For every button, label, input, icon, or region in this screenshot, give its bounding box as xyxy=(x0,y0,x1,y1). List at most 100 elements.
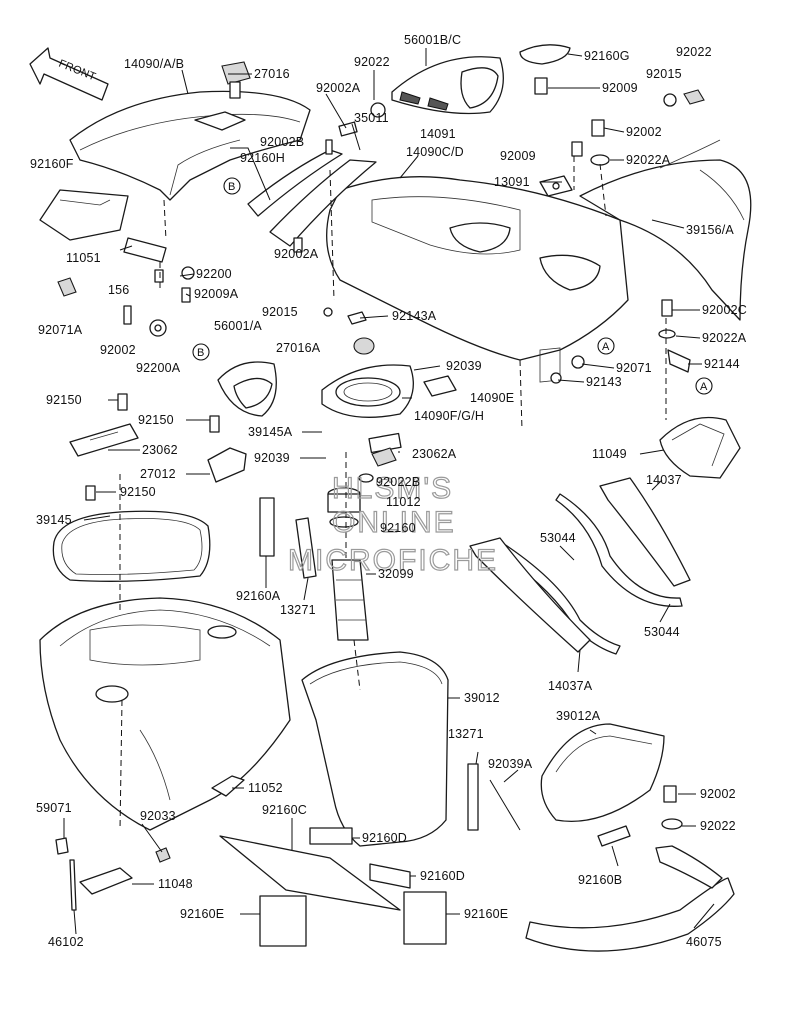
bolt-92150-a xyxy=(117,393,128,411)
tube-assembly xyxy=(327,487,369,641)
tray-39012a xyxy=(540,723,665,823)
label-p63: 13271 xyxy=(448,727,484,741)
label-p50: 14037 xyxy=(646,473,682,487)
label-p35: 92039 xyxy=(446,359,482,373)
fastener-23062a xyxy=(371,447,397,467)
label-p30: 92002 xyxy=(100,343,136,357)
ref-marker-a-2: A xyxy=(695,377,713,395)
label-p5: 92022 xyxy=(354,55,390,69)
bracket-11049 xyxy=(658,299,741,479)
label-p67: 92033 xyxy=(140,809,176,823)
label-p48: 27012 xyxy=(140,467,176,481)
ref-marker-a-1-text: A xyxy=(602,341,610,353)
bolt-92009-mid xyxy=(571,141,583,157)
label-p77: 46102 xyxy=(48,935,84,949)
label-p38: 92143 xyxy=(586,375,622,389)
label-p57: 32099 xyxy=(378,567,414,581)
part-labels: 14090/A/B 27016 56001B/C 92160G 92022 92… xyxy=(30,33,747,949)
label-p18: 92160F xyxy=(30,157,74,171)
label-p33: 92022A xyxy=(702,331,747,345)
watermark-line-2: ONLINE xyxy=(332,506,456,539)
cable-92039a xyxy=(489,779,521,831)
label-p49: 92022B xyxy=(376,475,420,489)
pad-92160f xyxy=(39,189,129,241)
label-p26: 92015 xyxy=(262,305,298,319)
bolt-92150-b xyxy=(209,415,220,433)
main-deck xyxy=(326,176,629,384)
label-p39: 14090E xyxy=(470,391,514,405)
label-p78: 46075 xyxy=(686,935,722,949)
strip-92160a xyxy=(259,497,275,557)
label-p19: 13091 xyxy=(494,175,530,189)
label-p10: 92002 xyxy=(626,125,662,139)
label-p32: 56001/A xyxy=(214,319,262,333)
label-p73: 92160D xyxy=(420,869,465,883)
ref-marker-b-2-text: B xyxy=(197,347,204,359)
plate-11052 xyxy=(211,775,245,797)
lower-hull xyxy=(39,597,291,831)
nut-92015-top xyxy=(663,93,677,107)
label-p27: 92143A xyxy=(392,309,437,323)
clip-92071a xyxy=(57,277,77,297)
label-p76: 92160E xyxy=(464,907,508,921)
pad-92160g xyxy=(519,44,571,65)
visor-56001a xyxy=(217,361,277,417)
washer-92022-top xyxy=(370,102,386,118)
sheet-92160d-a xyxy=(309,827,353,845)
label-p24: 156 xyxy=(108,283,129,297)
washer-92022b xyxy=(358,473,374,483)
bolt-92002b xyxy=(325,139,333,155)
label-p23: 92002A xyxy=(274,247,319,261)
leader-lines xyxy=(63,48,715,935)
knob-27016 xyxy=(221,61,251,99)
label-p40: 92150 xyxy=(46,393,82,407)
bolt-92150-c xyxy=(85,485,96,501)
label-p1: 14090/A/B xyxy=(124,57,184,71)
label-p11: 92002B xyxy=(260,135,304,149)
bracket-11051 xyxy=(123,237,195,303)
label-p25: 92009A xyxy=(194,287,239,301)
visor-56001bc xyxy=(391,56,504,115)
label-p47: 23062A xyxy=(412,447,457,461)
plate-13271 xyxy=(295,517,317,579)
label-p44: 23062 xyxy=(142,443,178,457)
clip-92143a xyxy=(347,311,367,325)
label-p7: 92015 xyxy=(646,67,682,81)
label-p74: 92160B xyxy=(578,873,622,887)
sheet-92160e-a xyxy=(259,895,307,947)
ref-marker-b-2: B xyxy=(192,343,210,361)
label-p45: 11049 xyxy=(592,447,627,461)
label-p12: 35011 xyxy=(354,111,389,125)
label-p68: 92160C xyxy=(262,803,307,817)
label-p69: 92002 xyxy=(700,787,736,801)
nut-92022-top xyxy=(683,89,705,105)
plate-13271-low xyxy=(467,763,479,831)
label-p8: 92009 xyxy=(602,81,638,95)
bolt-92002a-mid xyxy=(293,237,303,253)
label-p3: 56001B/C xyxy=(404,33,461,47)
strap-53044-mid xyxy=(493,539,621,655)
label-p28: 92071A xyxy=(38,323,83,337)
label-p16: 92009 xyxy=(500,149,536,163)
guide-lines xyxy=(119,156,667,831)
handle-46075 xyxy=(525,845,735,952)
hatch-14090fgh xyxy=(321,337,457,454)
bin-39012 xyxy=(301,651,449,847)
label-p51: 92150 xyxy=(120,485,156,499)
label-p71: 92022 xyxy=(700,819,736,833)
seal-92160h xyxy=(247,149,343,217)
ref-marker-a-2-text: A xyxy=(700,381,708,393)
bracket-14037 xyxy=(599,477,691,587)
clip-92033 xyxy=(155,847,171,863)
label-p53: 39145 xyxy=(36,513,72,527)
plate-11048 xyxy=(79,867,133,895)
strip-92160b xyxy=(597,825,631,847)
label-p34: 27016A xyxy=(276,341,321,355)
bolt-92009-top xyxy=(534,77,548,95)
label-p14: 14090C/D xyxy=(406,145,464,159)
label-p64: 92039A xyxy=(488,757,533,771)
ref-marker-b-1-text: B xyxy=(228,181,235,193)
bracket-23062 xyxy=(69,423,139,457)
sheet-92160e-b xyxy=(403,891,447,945)
